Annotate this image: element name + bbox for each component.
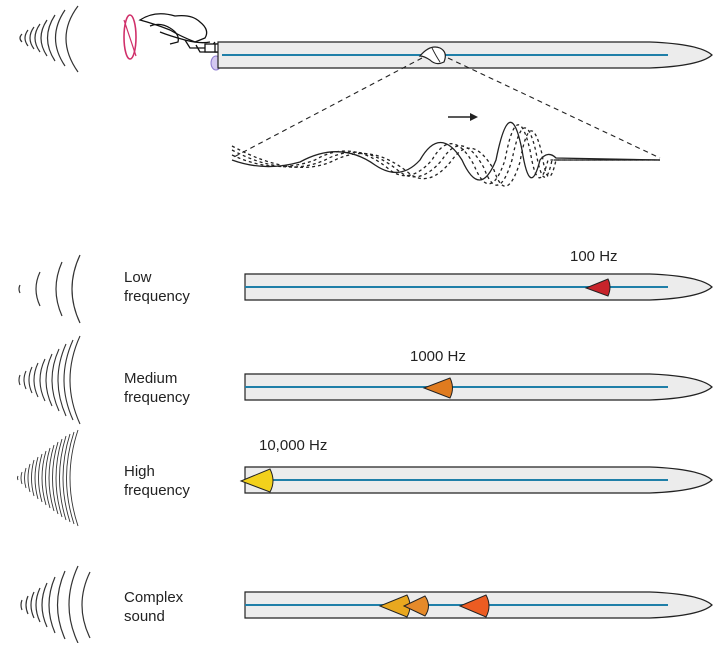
- sound-wave-icon-medium: [18, 335, 81, 425]
- peak-marker-complex-3: [458, 594, 490, 618]
- cochlea-tube-complex: [244, 591, 713, 619]
- frequency-label-medium: 1000 Hz: [410, 348, 466, 365]
- traveling-wave-bump: [418, 46, 446, 65]
- cochlea-tube-low: [244, 273, 713, 301]
- sound-wave-icon-high: [17, 429, 79, 527]
- cochlea-tube-high: [239, 466, 713, 494]
- right-arrow-icon: [448, 113, 478, 121]
- peak-marker-high: [239, 468, 274, 493]
- sound-wave-icon-complex: [20, 565, 91, 644]
- sound-wave-icon-low: [18, 254, 81, 324]
- zoom-lines: [231, 57, 661, 159]
- ossicles-illustration: [123, 13, 228, 71]
- sound-wave-icon-top: [19, 5, 79, 73]
- traveling-wave-detail: [231, 121, 661, 187]
- row-label-high: High frequency: [124, 463, 190, 499]
- row-label-low: Low frequency: [124, 269, 190, 305]
- peak-marker-complex-2: [402, 595, 429, 617]
- cochlea-tube-top: [217, 41, 713, 69]
- tympanic-membrane-icon: [123, 14, 137, 60]
- peak-marker-medium: [422, 377, 453, 399]
- row-label-medium: Medium frequency: [124, 370, 190, 406]
- cochlea-tube-medium: [244, 373, 713, 401]
- frequency-label-low: 100 Hz: [570, 248, 618, 265]
- frequency-label-high: 10,000 Hz: [259, 437, 328, 454]
- peak-marker-low: [584, 278, 611, 297]
- row-label-complex: Complex sound: [124, 589, 184, 625]
